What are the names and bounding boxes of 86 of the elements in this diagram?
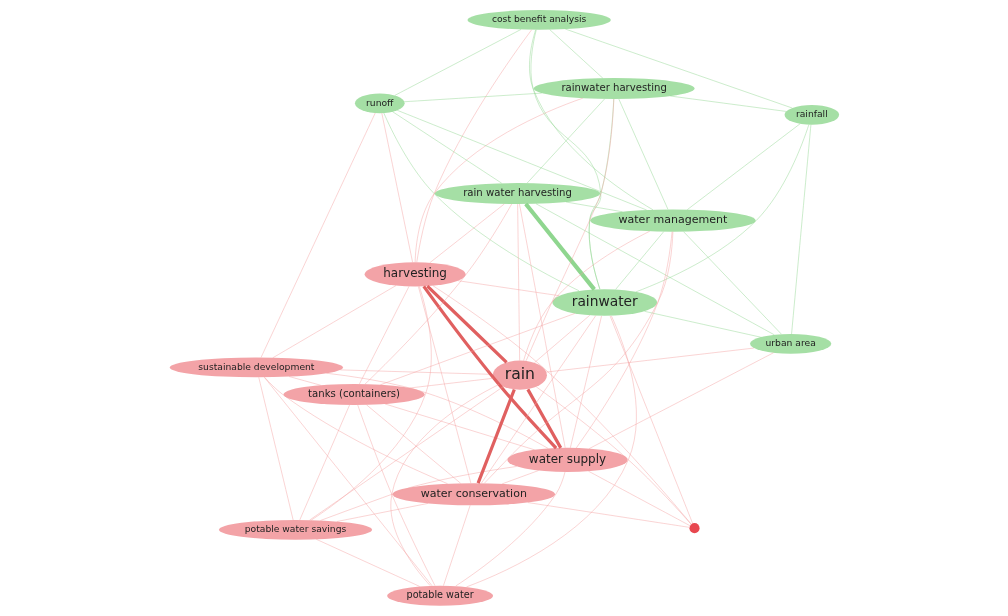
connector: [476, 388, 516, 484]
node-ellipse: harvesting: [364, 262, 466, 287]
connector: [528, 29, 653, 210]
connector: [365, 404, 461, 484]
connector: [299, 404, 350, 521]
connector: [319, 466, 517, 521]
connector: [535, 386, 691, 525]
connector: [384, 403, 535, 451]
connector: [523, 202, 596, 291]
connector: [516, 203, 520, 361]
connector: [569, 315, 602, 449]
connector: [381, 112, 413, 263]
node-ellipse: rain: [492, 360, 547, 390]
connector: [545, 347, 754, 373]
connector: [310, 286, 432, 521]
connector: [288, 376, 321, 386]
connector: [457, 280, 560, 296]
connector: [686, 123, 800, 210]
connector: [442, 505, 470, 586]
connector: [525, 388, 562, 449]
connector: [308, 386, 503, 521]
connector: [480, 315, 596, 484]
connector: [403, 92, 542, 102]
node-ellipse: tanks (containers): [283, 384, 425, 405]
connector: [669, 95, 786, 112]
connector: [609, 315, 693, 524]
node-ellipse: rain water harvesting: [434, 183, 600, 205]
connector: [587, 470, 690, 526]
connector: [535, 203, 775, 336]
connector: [391, 111, 502, 184]
connector: [455, 471, 565, 587]
connector: [429, 203, 505, 263]
connector: [390, 384, 499, 586]
connector: [383, 112, 579, 292]
connector: [465, 315, 637, 588]
connector: [615, 231, 664, 290]
node-ellipse: sustainable development: [169, 357, 343, 378]
connector: [425, 284, 508, 364]
connector: [790, 124, 811, 335]
connector: [416, 29, 532, 263]
connector: [414, 97, 583, 263]
connector: [526, 98, 605, 184]
connector: [564, 28, 792, 109]
connector: [518, 203, 565, 448]
node-ellipse: runoff: [354, 93, 405, 114]
node-ellipse: rainwater: [551, 289, 657, 316]
connector: [575, 231, 672, 449]
node-ellipse: cost benefit analysis: [467, 10, 611, 30]
connector: [315, 539, 420, 587]
connector: [501, 470, 539, 485]
connector: [336, 503, 428, 522]
node-ellipse: water management: [589, 209, 756, 232]
connector: [379, 313, 575, 386]
connector: [263, 377, 448, 484]
connector: [272, 285, 396, 359]
connector: [483, 231, 673, 484]
node-ellipse: urban area: [749, 333, 831, 354]
node-ellipse: rainwater harvesting: [533, 78, 695, 99]
connector: [682, 231, 782, 335]
connector: [527, 502, 690, 528]
connector: [325, 372, 548, 449]
connector: [417, 286, 471, 484]
connector: [258, 377, 293, 521]
connector: [432, 285, 691, 525]
connector: [565, 201, 623, 213]
connector: [549, 29, 603, 79]
node-ellipse: water conservation: [392, 483, 555, 506]
connector: [522, 231, 650, 361]
connector: [643, 311, 761, 338]
node-ellipse: rainfall: [784, 105, 839, 125]
connector: [263, 377, 432, 586]
connector: [635, 124, 809, 292]
connector: [358, 286, 409, 385]
node-circle: [688, 523, 700, 534]
connector: [396, 110, 647, 211]
connector: [533, 315, 590, 363]
connector: [618, 98, 668, 210]
connector: [394, 29, 521, 96]
node-ellipse: water supply: [506, 447, 628, 473]
connector: [408, 378, 494, 389]
node-ellipse: potable water: [386, 585, 493, 606]
node-ellipse: potable water savings: [218, 519, 372, 540]
connector: [260, 112, 375, 358]
connector: [588, 352, 774, 449]
connector: [357, 404, 435, 586]
connector: [421, 285, 557, 450]
